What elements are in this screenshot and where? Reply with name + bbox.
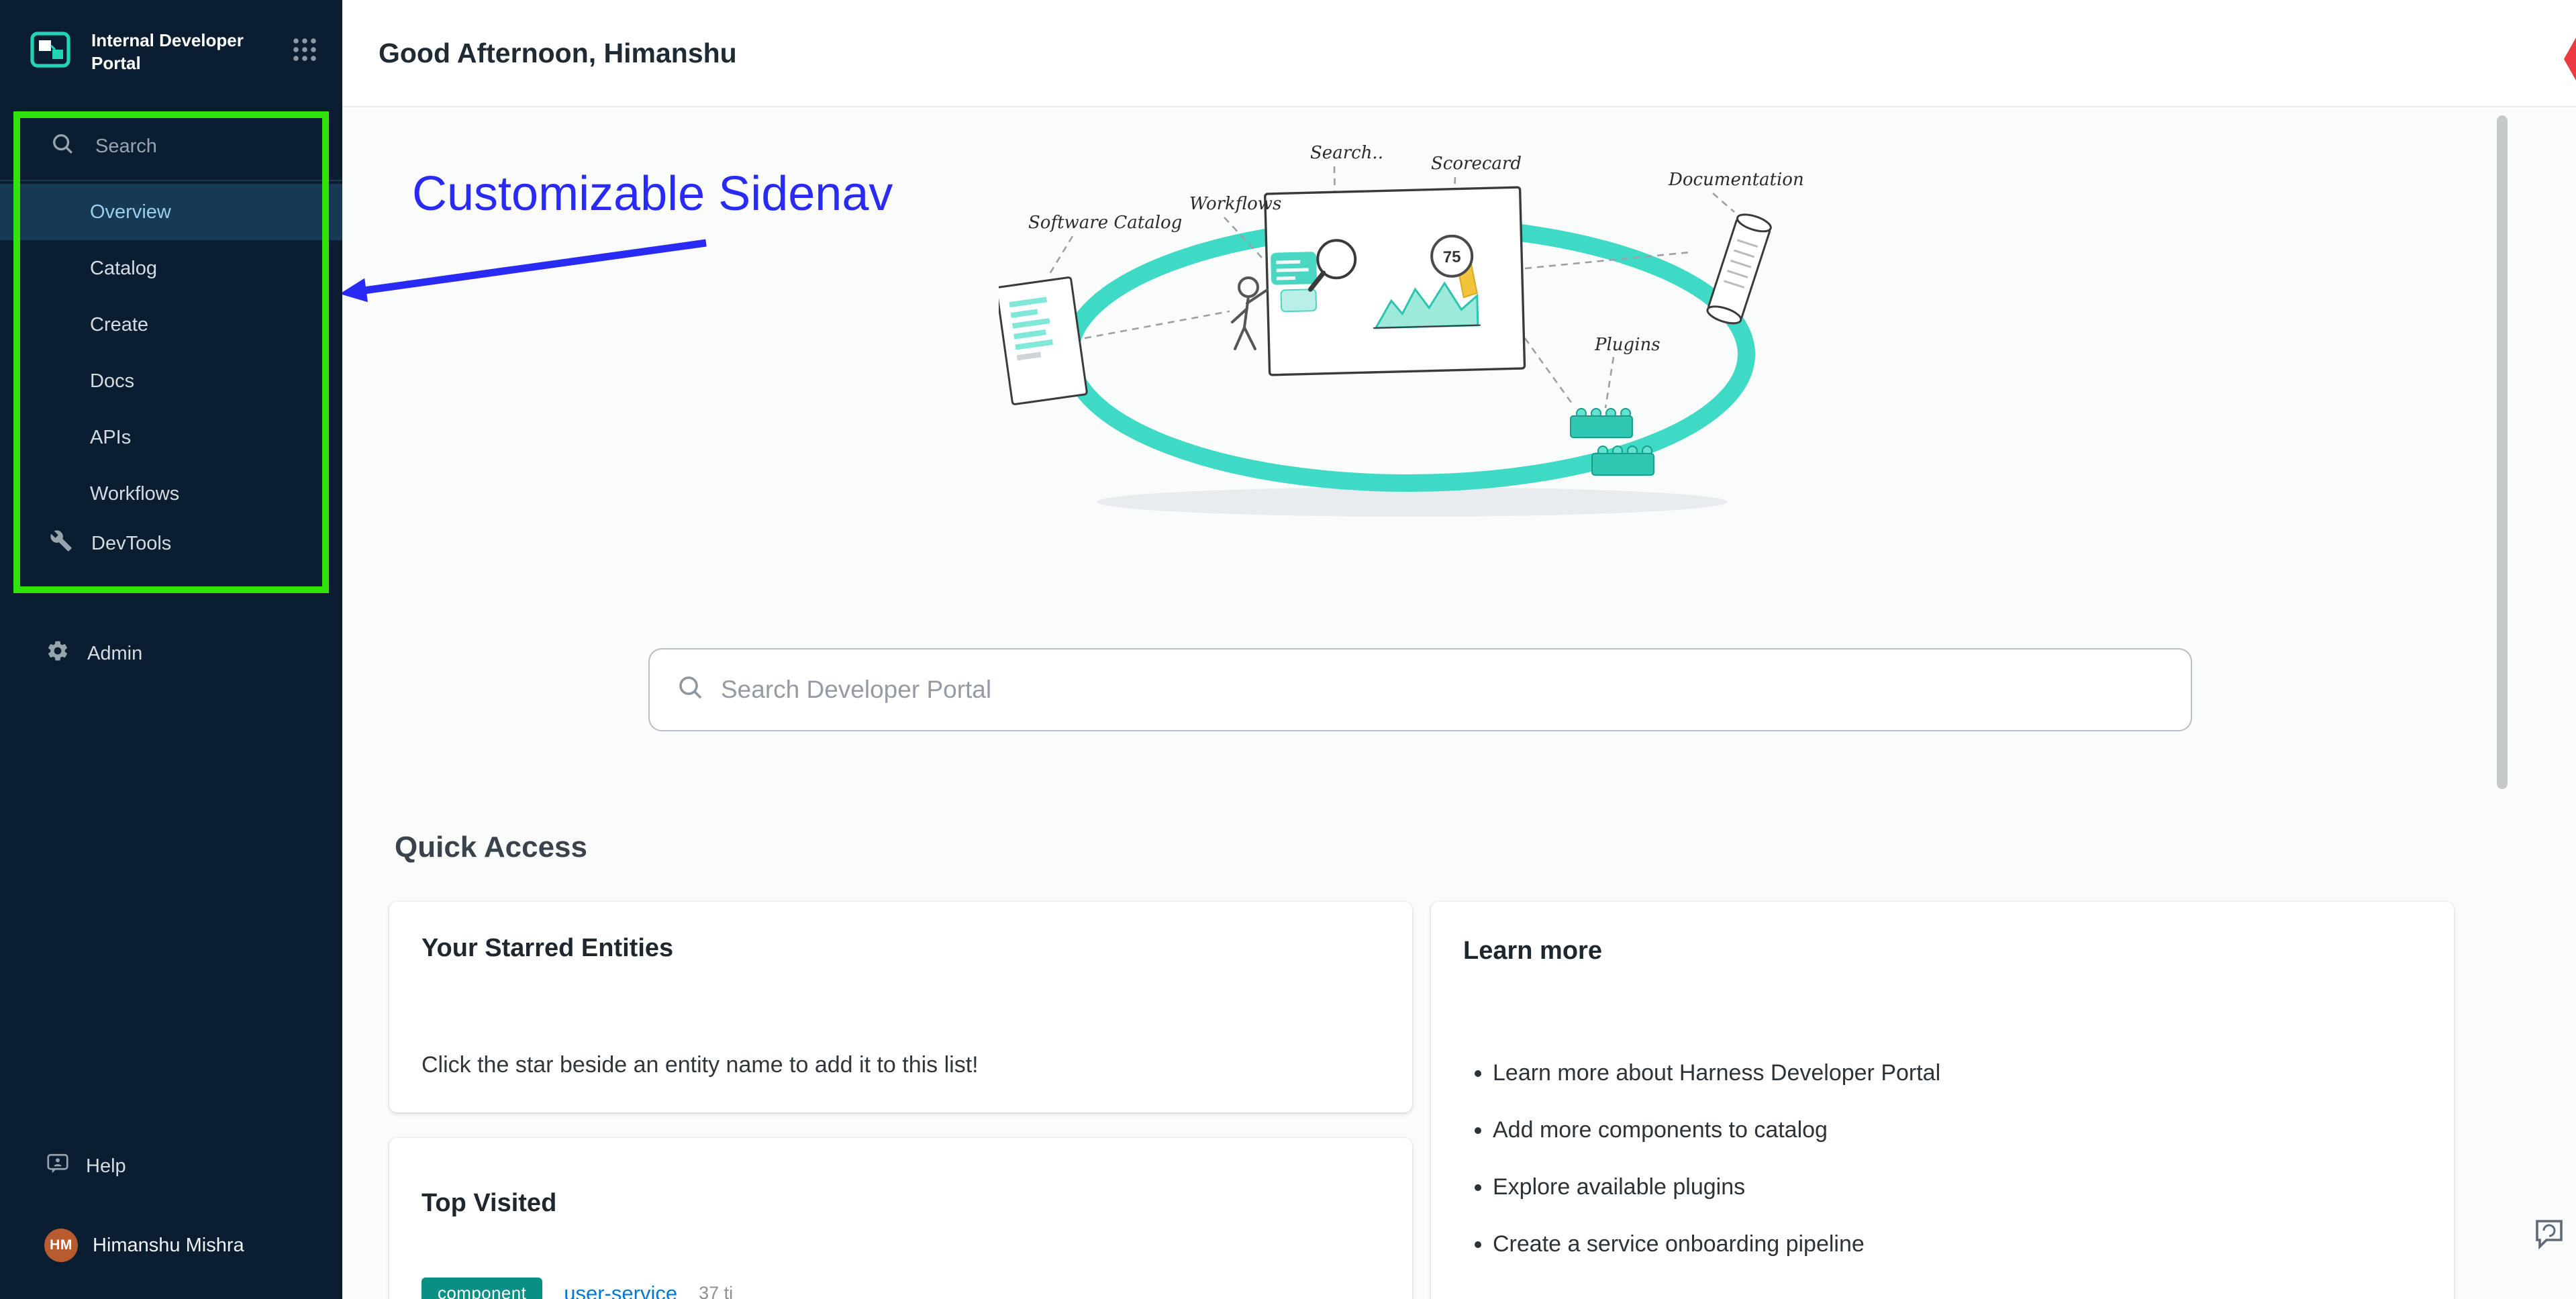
starred-entities-title: Your Starred Entities (422, 934, 674, 962)
sidebar-item-workflows[interactable]: Workflows (90, 482, 180, 505)
search-icon (51, 132, 74, 160)
sidebar-header: Internal Developer Portal (0, 0, 342, 105)
illus-label-workflows: Workflows (1189, 194, 1281, 214)
homepage-illustration: 75 (999, 143, 1804, 517)
sidebar-search[interactable]: Search (0, 123, 342, 169)
illus-label-software-catalog: Software Catalog (1028, 213, 1182, 233)
learn-more-list: Learn more about Harness Developer Porta… (1493, 1060, 1940, 1288)
quick-access-title: Quick Access (395, 831, 587, 864)
devtools-label: DevTools (91, 532, 172, 554)
app-title: Internal Developer Portal (91, 30, 244, 73)
annotation-text: Customizable Sidenav (412, 167, 893, 221)
sidebar-divider (0, 180, 342, 181)
learn-more-item[interactable]: Create a service onboarding pipeline (1493, 1231, 1940, 1257)
illus-scroll (1706, 213, 1772, 325)
main-content: Customizable Sidenav (342, 109, 2576, 1299)
illus-score: 75 (1443, 248, 1461, 266)
illus-person (1231, 276, 1269, 350)
sidebar-item-admin[interactable]: Admin (0, 625, 342, 682)
entity-visit-count: 37 ti (699, 1283, 734, 1299)
table-row: component user-service 37 ti (422, 1278, 733, 1299)
sidebar-nav: Overview Catalog Create Docs APIs Workfl… (0, 184, 342, 522)
sidebar-item-help[interactable]: Help (0, 1138, 342, 1194)
illus-catalog-doc (999, 276, 1088, 405)
portal-searchbar (648, 648, 2192, 731)
chat-launcher-icon[interactable] (2532, 1216, 2567, 1251)
illus-label-scorecard: Scorecard (1431, 154, 1522, 174)
search-icon (677, 674, 703, 706)
gear-icon (46, 639, 70, 668)
sidebar-item-apis[interactable]: APIs (90, 426, 132, 448)
sidebar-item-devtools[interactable]: DevTools (0, 515, 342, 572)
illus-label-plugins: Plugins (1594, 335, 1661, 355)
learn-more-item[interactable]: Explore available plugins (1493, 1174, 1940, 1200)
app-logo-icon[interactable] (27, 25, 75, 79)
illus-shadow (1097, 487, 1728, 517)
learn-more-card: Learn more Learn more about Harness Deve… (1431, 902, 2454, 1299)
top-visited-card: Top Visited component user-service 37 ti (389, 1138, 1412, 1299)
illus-connectors (1048, 166, 1735, 409)
entity-kind-badge: component (422, 1278, 543, 1299)
illus-board: 75 (1264, 186, 1526, 376)
entity-link[interactable]: user-service (564, 1281, 678, 1299)
sidebar-item-overview[interactable]: Overview (0, 184, 342, 240)
sidebar-user[interactable]: HM Himanshu Mishra (0, 1216, 342, 1275)
greeting-title: Good Afternoon, Himanshu (379, 37, 737, 68)
learn-more-item[interactable]: Add more components to catalog (1493, 1117, 1940, 1143)
sidebar: Internal Developer Portal Search Overvie… (0, 0, 342, 1299)
annotation-arrow (342, 239, 707, 303)
user-avatar: HM (44, 1229, 78, 1262)
top-visited-title: Top Visited (422, 1189, 557, 1217)
sidebar-item-catalog[interactable]: Catalog (90, 257, 157, 279)
help-label: Help (86, 1155, 126, 1177)
help-chat-icon (46, 1151, 70, 1181)
learn-more-title: Learn more (1463, 937, 1602, 965)
portal-search-input[interactable] (721, 676, 2130, 704)
admin-label: Admin (87, 642, 143, 664)
illus-lego-bricks (1570, 408, 1654, 476)
user-name: Himanshu Mishra (93, 1234, 244, 1256)
illus-label-documentation: Documentation (1668, 170, 1804, 190)
starred-entities-card: Your Starred Entities Click the star bes… (389, 902, 1412, 1112)
starred-empty-text: Click the star beside an entity name to … (422, 1052, 979, 1078)
learn-more-item[interactable]: Learn more about Harness Developer Porta… (1493, 1060, 1940, 1086)
scrollbar-thumb[interactable] (2497, 115, 2508, 789)
sidebar-item-docs[interactable]: Docs (90, 370, 135, 392)
sidebar-item-create[interactable]: Create (90, 313, 149, 335)
illus-label-search: Search.. (1310, 143, 1383, 163)
sidebar-search-label: Search (95, 135, 157, 157)
apps-grid-icon[interactable] (291, 36, 318, 68)
wrench-icon (50, 529, 72, 558)
page-header: Good Afternoon, Himanshu (342, 0, 2576, 107)
